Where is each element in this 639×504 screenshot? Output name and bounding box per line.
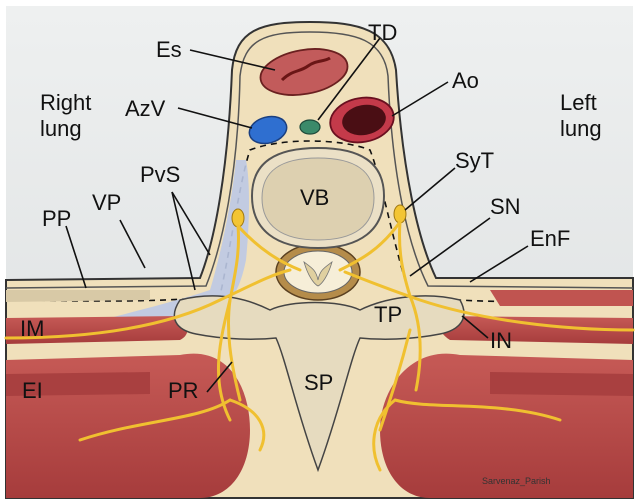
label-im: IM	[20, 316, 44, 341]
label-tp: TP	[374, 302, 402, 327]
external-intercostal-left	[490, 372, 633, 396]
label-ei: EI	[22, 378, 43, 403]
label-sp: SP	[304, 370, 333, 395]
thoracic-duct	[300, 120, 320, 134]
signature: Sarvenaz_Parish	[482, 476, 551, 486]
label-azv: AzV	[125, 96, 166, 121]
label-syt: SyT	[455, 148, 494, 173]
label-right-lung-1: Right	[40, 90, 91, 115]
label-left-lung-2: lung	[560, 116, 602, 141]
label-td: TD	[368, 20, 397, 45]
label-pr: PR	[168, 378, 199, 403]
label-vb: VB	[300, 185, 329, 210]
label-ao: Ao	[452, 68, 479, 93]
label-pp: PP	[42, 206, 71, 231]
label-left-lung-1: Left	[560, 90, 597, 115]
label-pvs: PvS	[140, 162, 180, 187]
label-vp: VP	[92, 190, 121, 215]
label-sn: SN	[490, 194, 521, 219]
label-right-lung-2: lung	[40, 116, 82, 141]
intercostal-upper-left	[490, 290, 633, 306]
label-es: Es	[156, 37, 182, 62]
sympathetic-ganglion-right	[232, 209, 244, 227]
sympathetic-ganglion-left	[394, 205, 406, 223]
spinal-cord	[284, 251, 352, 293]
label-enf: EnF	[530, 226, 570, 251]
label-in: IN	[490, 328, 512, 353]
rib-band-right	[6, 290, 150, 302]
